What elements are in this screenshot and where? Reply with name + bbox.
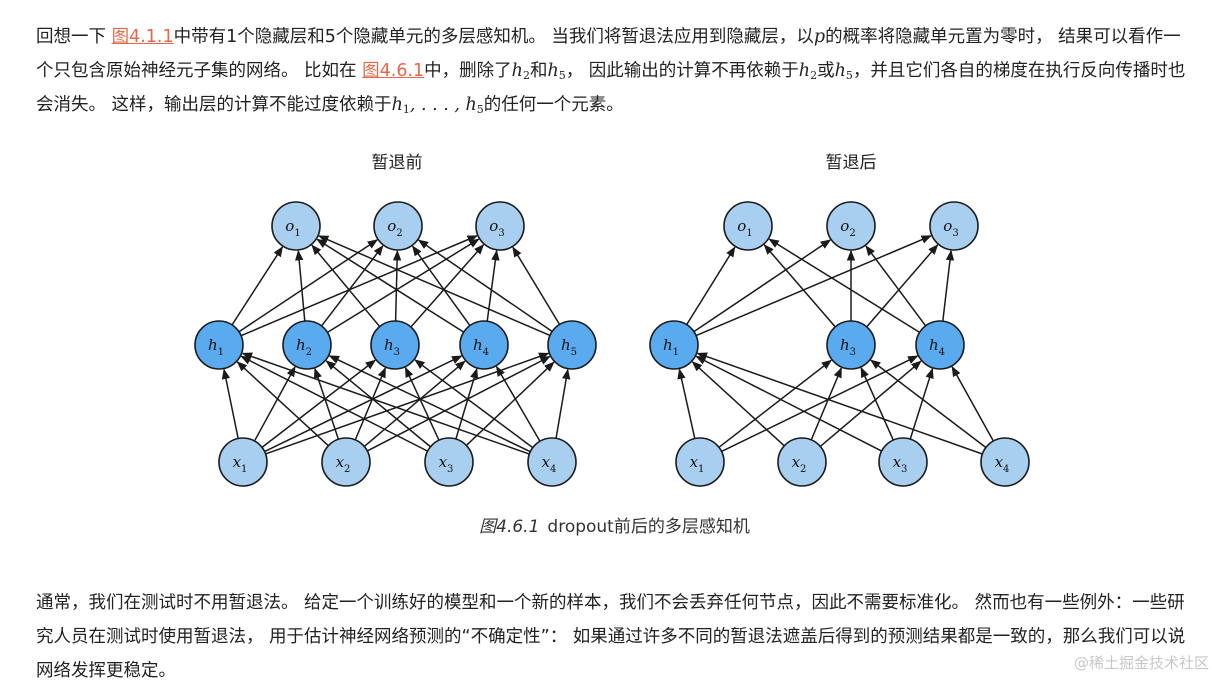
connection-arrow — [231, 246, 284, 326]
connection-arrow — [865, 245, 927, 327]
connection-arrow — [328, 355, 531, 453]
right-input-node-x1: x1 — [675, 437, 725, 487]
connection-arrow — [696, 352, 983, 455]
right-output-node-o2: o2 — [826, 201, 876, 251]
connection-arrow — [695, 355, 882, 452]
figure-link-4-1-1[interactable]: 图4.1.1 — [111, 27, 174, 47]
connection-arrow — [320, 245, 384, 327]
right-network-title: 暂退后 — [826, 153, 877, 173]
connection-arrow — [412, 245, 471, 326]
connection-arrow — [410, 243, 485, 328]
connection-arrow — [695, 235, 932, 337]
connection-arrow — [721, 355, 919, 453]
connection-arrow — [691, 361, 785, 447]
connection-arrow — [686, 246, 736, 326]
left-output-node-o3: o3 — [475, 201, 525, 251]
connection-arrow — [414, 359, 534, 449]
connection-arrow — [677, 368, 696, 439]
connection-arrow — [951, 365, 995, 442]
connection-arrow — [909, 367, 934, 440]
connection-arrow — [317, 235, 551, 337]
connection-arrow — [366, 355, 551, 452]
left-hidden-node-h3: h3 — [370, 320, 420, 370]
right-output-node-o1: o1 — [723, 201, 773, 251]
connection-arrow — [316, 238, 465, 333]
connection-arrow — [261, 359, 377, 448]
connection-arrow — [512, 246, 561, 325]
network-nodes: o1 o2 o3 h1 h2 h3 h4 h5 x1 x2 x3 x4 o1 o2 o3 h1 h3 h4 x1 x2… — [194, 201, 1030, 487]
connection-arrow — [495, 365, 541, 442]
connection-arrow — [465, 361, 555, 447]
connection-arrow — [264, 355, 463, 453]
connection-arrow — [325, 360, 431, 448]
connection-arrow — [693, 239, 832, 333]
left-output-node-o1: o1 — [271, 201, 321, 251]
connection-arrow — [942, 249, 955, 322]
connection-arrow — [555, 368, 571, 439]
left-input-node-x3: x3 — [424, 437, 474, 487]
connection-arrow — [870, 359, 987, 449]
connection-arrow — [311, 244, 381, 328]
left-input-node-x2: x2 — [321, 437, 371, 487]
left-output-node-o2: o2 — [373, 201, 423, 251]
connection-arrow — [240, 355, 428, 452]
right-input-node-x3: x3 — [878, 437, 928, 487]
right-hidden-node-h1: h1 — [649, 320, 699, 370]
connection-arrow — [363, 360, 466, 448]
connection-arrow — [241, 352, 530, 455]
connection-arrow — [236, 361, 329, 447]
network-edges — [221, 235, 995, 455]
connection-arrow — [455, 367, 479, 440]
connection-arrow — [327, 238, 480, 334]
watermark: @稀土掘金技术社区 — [1073, 654, 1209, 672]
left-hidden-node-h5: h5 — [547, 320, 597, 370]
connection-arrow — [294, 249, 306, 322]
right-hidden-node-h3: h3 — [826, 320, 876, 370]
connection-arrow — [810, 367, 843, 441]
connection-arrow — [417, 239, 553, 333]
left-input-node-x1: x1 — [218, 437, 268, 487]
connection-arrow — [768, 238, 920, 333]
connection-arrow — [718, 359, 833, 448]
left-hidden-node-h2: h2 — [282, 320, 332, 370]
left-network-title: 暂退前 — [372, 153, 423, 173]
intro-paragraph: 回想一下 图4.1.1中带有1个隐藏层和5个隐藏单元的多层感知机。 当我们将暂退… — [36, 27, 1186, 116]
right-input-node-x4: x4 — [980, 437, 1030, 487]
connection-arrow — [860, 366, 894, 441]
connection-arrow — [763, 244, 836, 328]
connection-arrow — [238, 239, 379, 333]
right-hidden-node-h4: h4 — [915, 320, 965, 370]
connection-arrow — [221, 368, 239, 439]
right-output-node-o3: o3 — [929, 201, 979, 251]
connection-arrow — [392, 249, 402, 322]
dropout-figure: 暂退前 暂退后 o1 o2 o3 h1 h2 h3 h4 h5 x1 x2 x3 x4 o1 o2 o3 h1… — [194, 153, 1030, 487]
connection-arrow — [253, 366, 296, 442]
connection-arrow — [404, 366, 440, 441]
right-input-node-x2: x2 — [777, 437, 827, 487]
connection-arrow — [354, 367, 387, 441]
left-hidden-node-h4: h4 — [459, 320, 509, 370]
connection-arrow — [819, 360, 922, 448]
testing-paragraph: 通常，我们在测试时不用暂退法。 给定一个训练好的模型和一个新的样本，我们不会丢弃… — [36, 593, 1186, 681]
left-hidden-node-h1: h1 — [194, 320, 244, 370]
left-input-node-x4: x4 — [527, 437, 577, 487]
connection-arrow — [866, 244, 939, 328]
figure-link-4-6-1[interactable]: 图4.6.1 — [362, 61, 425, 81]
